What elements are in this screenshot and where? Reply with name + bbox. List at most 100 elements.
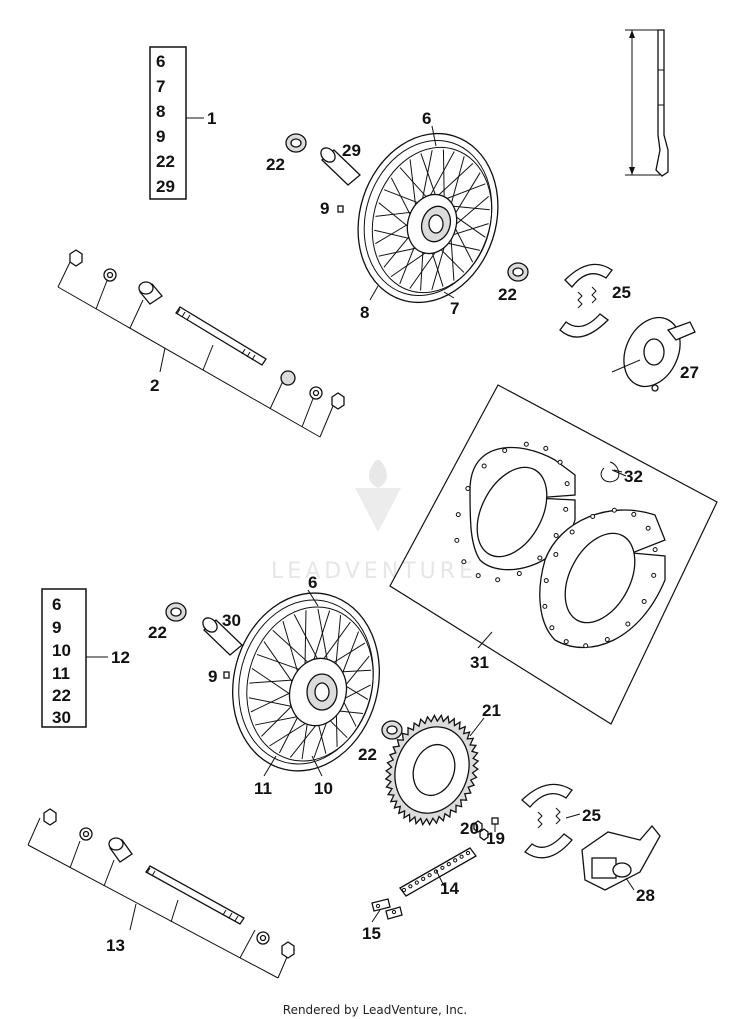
- sprocket-bolts: [473, 817, 499, 841]
- front-brake-plate: [623, 316, 696, 392]
- callout-28: 28: [636, 886, 655, 905]
- chain-roller: [421, 876, 426, 882]
- disc-hole: [537, 555, 543, 561]
- disc-hole: [516, 571, 522, 577]
- callout-7: 7: [450, 299, 459, 318]
- disc-hole: [631, 511, 637, 517]
- disc-hole: [481, 463, 487, 469]
- disc-hole: [454, 537, 460, 543]
- disc-hole: [523, 441, 529, 447]
- leadventure-watermark: LEADVENTURE: [271, 460, 477, 584]
- callout-22: 22: [358, 745, 377, 764]
- kit-front-item: 7: [156, 77, 165, 96]
- kit-box-rear: 6 9 10 11 22 30 12: [41, 588, 130, 728]
- front-bearing-22: [285, 133, 307, 153]
- disc-holes: [454, 441, 658, 649]
- callout-27: 27: [680, 363, 699, 382]
- kit-rear-item: 30: [52, 708, 71, 727]
- kit-rear-item: 6: [52, 595, 61, 614]
- rear-brake-plate: [581, 824, 661, 891]
- chain-roller: [459, 854, 464, 859]
- callout-22: 22: [148, 623, 167, 642]
- rear-bearing-22b: [381, 720, 403, 740]
- front-brake-shoes: [559, 263, 613, 338]
- callout-14: 14: [440, 879, 459, 898]
- callout-25: 25: [612, 283, 631, 302]
- front-spokes: [374, 149, 490, 291]
- callout-1: 1: [207, 109, 216, 128]
- disc-hole: [625, 621, 631, 627]
- disc-kit-box: [389, 384, 718, 725]
- callout-22: 22: [498, 285, 517, 304]
- rear-screw-9: [223, 671, 230, 679]
- chain-roller: [414, 880, 419, 885]
- disc-hole: [502, 447, 508, 453]
- callout-30: 30: [222, 611, 241, 630]
- kit-front-item: 22: [156, 152, 175, 171]
- chain-roller: [408, 884, 413, 889]
- callout-32: 32: [624, 467, 643, 486]
- rear-axle-assembly: [27, 808, 295, 979]
- chain-roller: [427, 873, 432, 878]
- disc-hole: [564, 481, 570, 487]
- callout-12: 12: [111, 648, 130, 667]
- kit-rear-item: 10: [52, 641, 71, 660]
- kit-box-front: 6 7 8 9 22 29 1: [149, 46, 216, 200]
- front-screw-9: [337, 205, 344, 213]
- chain-roller: [401, 887, 407, 893]
- callout-20: 20: [460, 819, 479, 838]
- disc-hole: [604, 637, 610, 643]
- kit-rear-item: 9: [52, 618, 61, 637]
- disc-hole: [557, 459, 563, 465]
- callout-11: 11: [254, 779, 272, 798]
- disc-hole: [553, 532, 559, 538]
- kit-front-item: 8: [156, 102, 165, 121]
- callout-13: 13: [106, 936, 125, 955]
- chain-roller: [453, 858, 458, 863]
- chain-roller: [440, 865, 445, 870]
- disc-hole: [645, 525, 651, 531]
- disc-hole: [611, 507, 617, 513]
- callout-2: 2: [150, 376, 159, 395]
- callout-9: 9: [320, 199, 329, 218]
- disc-hole: [583, 643, 589, 649]
- disc-hole: [569, 529, 575, 535]
- callout-8: 8: [360, 303, 369, 322]
- callout-21: 21: [482, 701, 501, 720]
- disc-hole: [543, 445, 549, 451]
- chain: [399, 847, 477, 897]
- callout-6: 6: [308, 573, 317, 592]
- disc-hole: [465, 486, 471, 492]
- leader-lines: [263, 125, 641, 923]
- disc-hole: [563, 639, 569, 645]
- disc-hole: [651, 572, 657, 578]
- disc-hole: [542, 603, 548, 609]
- chain-links: [401, 850, 471, 893]
- rear-bearing-22: [165, 602, 187, 622]
- callout-22: 22: [266, 155, 285, 174]
- disc-hole: [461, 559, 467, 565]
- callout-15: 15: [362, 924, 381, 943]
- disc-hole: [549, 625, 555, 631]
- watermark-text: LEADVENTURE: [271, 559, 477, 584]
- kit-front-item: 6: [156, 52, 165, 71]
- front-wheel: [357, 132, 499, 304]
- chain-master-link: [371, 898, 403, 920]
- disc-hole: [590, 513, 596, 519]
- kit-rear-item: 11: [52, 664, 70, 683]
- disc-hole: [543, 578, 549, 584]
- callout-29: 29: [342, 141, 361, 160]
- spoke-dimension-drawing: [625, 29, 669, 177]
- front-spacer-29: [320, 147, 361, 186]
- kit-rear-item: 22: [52, 686, 71, 705]
- callout-19: 19: [486, 829, 505, 848]
- callout-6: 6: [422, 109, 431, 128]
- callout-25: 25: [582, 806, 601, 825]
- disc-hole: [495, 577, 501, 583]
- callout-31: 31: [470, 653, 489, 672]
- chain-roller: [465, 850, 471, 856]
- disc-hole: [652, 547, 658, 553]
- disc-hole: [553, 552, 559, 558]
- disc-hole: [641, 598, 647, 604]
